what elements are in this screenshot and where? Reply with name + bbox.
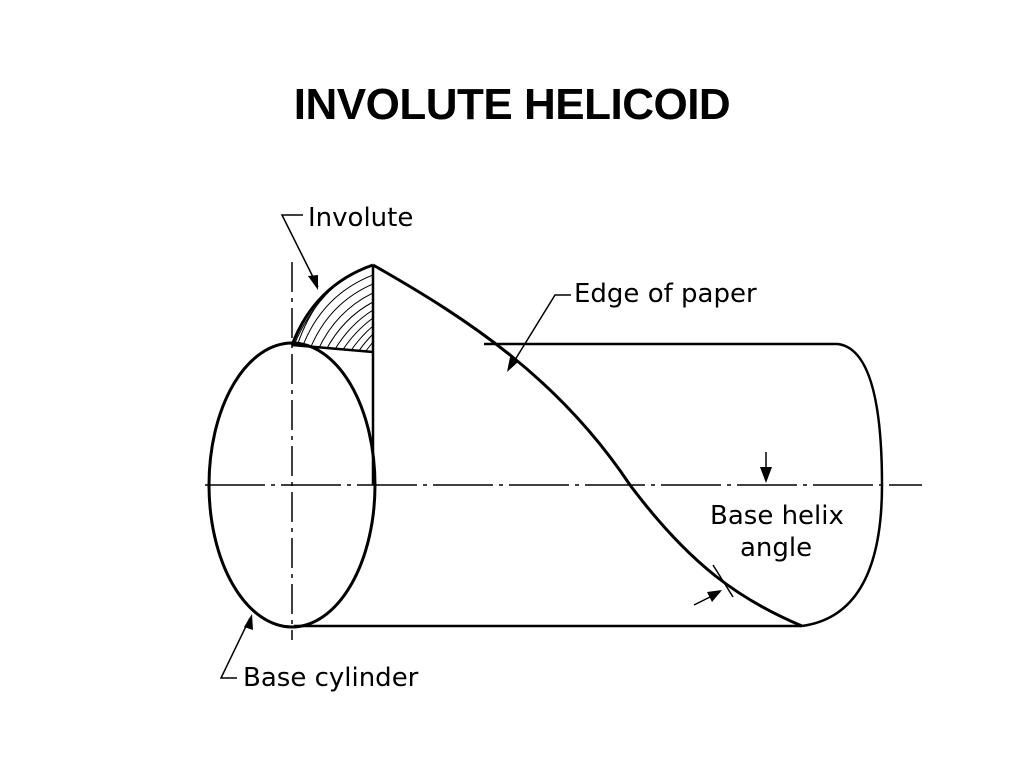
base-cylinder-leader-line (219, 617, 251, 679)
involute-leader-line (280, 214, 319, 288)
edge-of-paper-curve (372, 263, 803, 628)
edge-of-paper-arrow-icon (507, 357, 518, 372)
involute-curve (290, 263, 374, 346)
involute-base-line (291, 343, 374, 354)
helix-angle-tick-line (712, 564, 734, 598)
edge-of-paper-leader-line (509, 294, 571, 369)
label-base-helix-line2: angle (740, 533, 812, 563)
paper-sheet (371, 263, 803, 628)
slide-title: INVOLUTE HELICOID (293, 80, 731, 129)
involute-arrow-icon (308, 275, 318, 290)
involute-hatching (293, 265, 373, 352)
helix-angle-down-arrow-icon (760, 467, 772, 483)
involute-surface (290, 263, 374, 354)
edge-of-paper-leader (507, 294, 571, 372)
label-involute: Involute (308, 203, 413, 233)
base-cylinder-arrow-icon (244, 614, 253, 630)
base-helix-angle-marker (693, 452, 772, 606)
helix-angle-bottom-arrow-icon (707, 590, 722, 602)
base-cylinder-leader (219, 614, 253, 679)
label-base-cylinder: Base cylinder (243, 663, 419, 693)
label-edge-of-paper: Edge of paper (574, 279, 757, 309)
label-base-helix-line1: Base helix (710, 501, 844, 531)
involute-leader (280, 214, 319, 290)
